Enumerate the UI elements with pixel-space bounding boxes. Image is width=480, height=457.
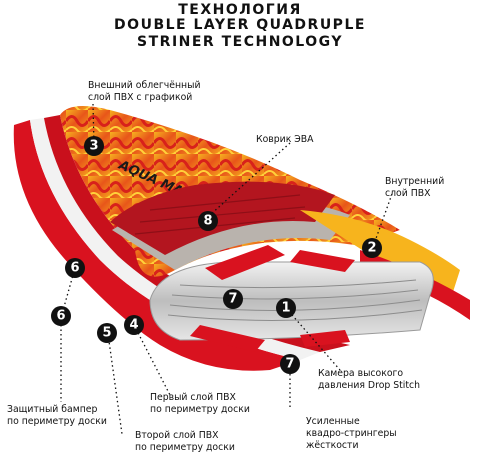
- marker-7-upper: 7: [223, 289, 243, 309]
- svg-text:7: 7: [228, 292, 237, 307]
- label-drop-stitch: Камера высокого давления Drop Stitch: [318, 368, 421, 391]
- leader-lines: [60, 103, 393, 435]
- svg-text:2: 2: [367, 241, 376, 256]
- marker-7-lower: 7: [280, 354, 300, 374]
- svg-text:4: 4: [129, 318, 138, 333]
- label-stringers: Усиленные квадро-стрингеры жёсткости: [306, 416, 397, 451]
- marker-6-upper: 6: [65, 258, 85, 278]
- svg-text:6: 6: [56, 309, 65, 324]
- title-line-3: STRINER TECHNOLOGY: [137, 34, 343, 50]
- label-second-rail: Второй слой ПВХ по периметру доски: [135, 430, 235, 453]
- svg-text:8: 8: [203, 214, 212, 229]
- label-first-rail: Первый слой ПВХ по периметру доски: [150, 392, 250, 415]
- title-line-1: ТЕХНОЛОГИЯ: [178, 2, 302, 18]
- stringer-strips: [190, 245, 355, 352]
- label-eva-pad: Коврик ЭВА: [256, 134, 314, 145]
- marker-8: 8: [198, 211, 218, 231]
- title-line-2: DOUBLE LAYER QUADRUPLE: [114, 17, 366, 33]
- svg-text:7: 7: [285, 357, 294, 372]
- svg-text:6: 6: [70, 261, 79, 276]
- marker-2: 2: [362, 238, 382, 258]
- marker-1: 1: [276, 298, 296, 318]
- marker-6-lower: 6: [51, 306, 71, 326]
- svg-text:1: 1: [281, 301, 290, 316]
- svg-text:5: 5: [102, 326, 111, 341]
- label-outer-pvc: Внешний облегчённый слой ПВХ с графикой: [88, 80, 201, 103]
- label-inner-pvc: Внутренний слой ПВХ: [385, 176, 445, 199]
- label-bumper: Защитный бампер по периметру доски: [7, 404, 107, 427]
- marker-5: 5: [97, 323, 117, 343]
- marker-3: 3: [84, 136, 104, 156]
- marker-4: 4: [124, 315, 144, 335]
- eva-pad: [110, 181, 335, 255]
- svg-text:3: 3: [89, 139, 98, 154]
